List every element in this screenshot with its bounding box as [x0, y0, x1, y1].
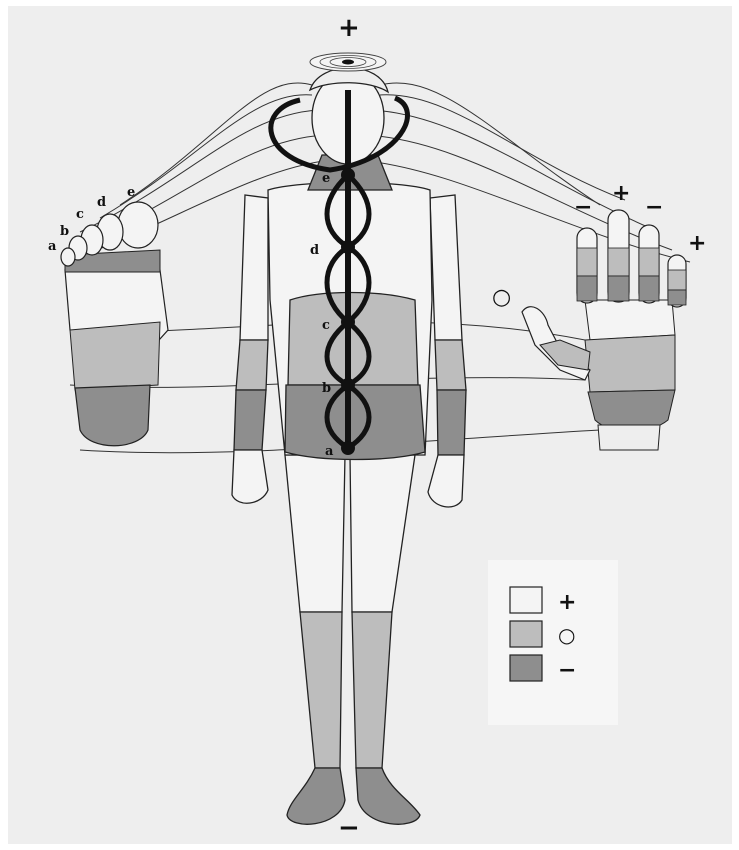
thumb-polarity: ○	[492, 285, 511, 310]
legend-symbol-positive: +	[558, 590, 576, 615]
legend-swatch-neutral	[510, 621, 542, 647]
toe-label-c: c	[76, 207, 84, 222]
chakra-point-c	[341, 315, 355, 329]
legend-swatch-negative	[510, 655, 542, 681]
toe-label-b: b	[60, 224, 69, 239]
chakra-point-e	[341, 168, 355, 182]
chakra-point-a	[341, 441, 355, 455]
legend-panel	[488, 560, 618, 725]
chakra-label-e: e	[322, 171, 330, 186]
hand-polarity-right: +	[688, 231, 706, 256]
toe-label-e: e	[127, 185, 135, 200]
crown-disc	[310, 53, 386, 71]
polarity-bottom: −	[338, 813, 360, 843]
legend-symbol-neutral: ○	[558, 623, 575, 647]
chakra-label-b: b	[322, 381, 331, 396]
hand-polarity-left: −	[574, 195, 592, 220]
chakra-point-d	[341, 240, 355, 254]
legend-symbol-negative: −	[558, 658, 576, 683]
hand-polarity-top: +	[612, 181, 630, 206]
toe-label-a: a	[48, 239, 57, 254]
chakra-label-a: a	[325, 444, 334, 459]
chakra-point-b	[341, 378, 355, 392]
legend-swatch-positive	[510, 587, 542, 613]
chakra-label-d: d	[310, 243, 319, 258]
polarity-top: +	[338, 13, 360, 43]
hand-polarity-mid: −	[645, 195, 663, 220]
chakra-label-c: c	[322, 318, 330, 333]
toe-label-d: d	[97, 195, 106, 210]
